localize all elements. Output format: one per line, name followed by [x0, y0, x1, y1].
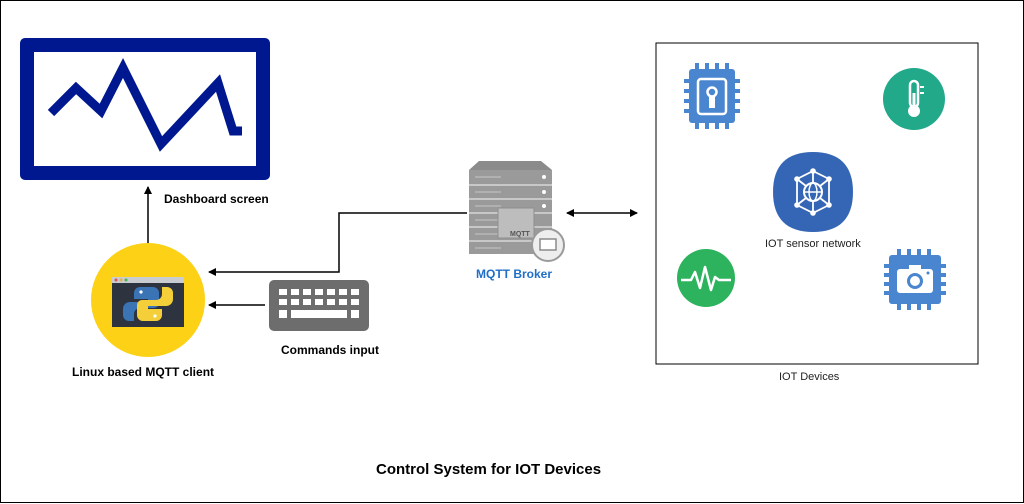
diagram-title: Control System for IOT Devices	[376, 461, 601, 478]
commands-label: Commands input	[281, 343, 379, 357]
heartbeat-icon	[677, 249, 735, 307]
broker-label: MQTT Broker	[476, 267, 552, 281]
line-chart-monitor-icon	[20, 38, 270, 180]
keyboard-icon	[269, 280, 369, 331]
client-label: Linux based MQTT client	[72, 365, 214, 379]
sensor-network-label: IOT sensor network	[765, 238, 861, 250]
iot-devices-label: IOT Devices	[779, 371, 840, 383]
broker-tag: MQTT	[510, 231, 531, 238]
globe-network-icon	[773, 152, 853, 232]
server-rack-icon: MQTT	[469, 161, 565, 262]
thermometer-icon	[883, 68, 945, 130]
python-terminal-icon	[91, 243, 205, 357]
dashboard-label: Dashboard screen	[164, 192, 269, 206]
chip-lock-icon	[684, 63, 740, 129]
chip-camera-icon	[884, 249, 946, 310]
broker-client-connector	[208, 212, 467, 276]
